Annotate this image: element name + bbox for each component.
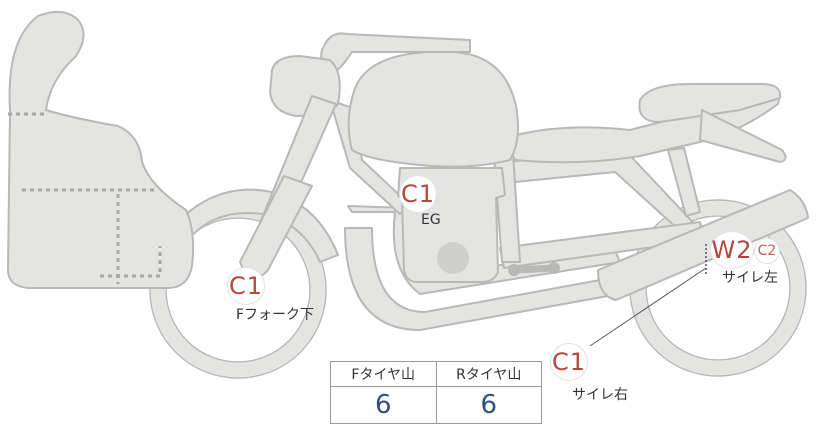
muffler-right-leader [589,267,707,347]
fuel-tank [347,50,519,168]
engine-cover [437,242,469,274]
damage-marker-muffler-left-sub: C2 [754,238,780,264]
fairing-seam-side [100,246,162,278]
damage-marker-muffler-right: C1 [550,343,588,381]
rear-tread-value: 6 [435,386,542,424]
damage-marker-muffler-left: W2 [710,231,754,269]
rear-shock [667,147,701,217]
front-tread-value: 6 [330,386,437,424]
rear-tread-header: Rタイヤ山 [435,361,542,387]
marker-label-muffler-left: サイレ左 [722,270,778,286]
tail-cowl [699,109,787,163]
marker-label-muffler-right: サイレ右 [572,387,628,403]
foot-peg-end [508,264,520,276]
foot-peg-end-2 [548,262,560,274]
damage-marker-eg: C1 [399,175,437,213]
tire-tread-table: Fタイヤ山 Rタイヤ山 6 6 [330,361,542,424]
damage-marker-fork: C1 [227,267,265,305]
seat-tail [638,83,782,123]
front-fairing [7,10,195,289]
front-tread-header: Fタイヤ山 [330,361,437,387]
muffler [597,189,809,301]
marker-label-eg: EG [421,212,441,228]
marker-label-fork: Fフォーク下 [236,307,315,323]
